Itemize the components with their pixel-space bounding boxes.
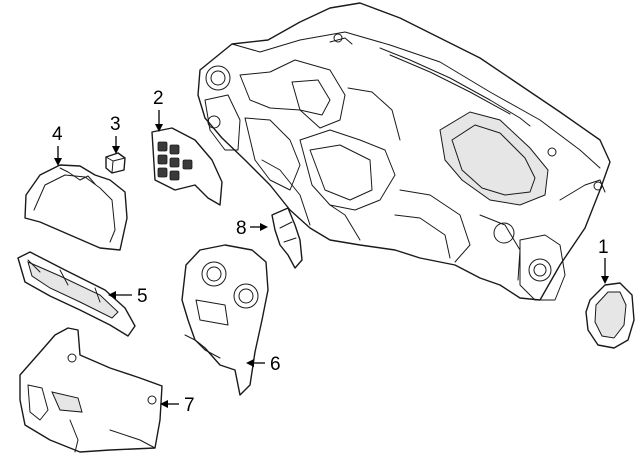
callout-label: 3 [110,114,121,135]
arrow-head [108,291,116,299]
part-6-center-bezel [181,244,269,396]
part-2-switch-panel [151,127,223,206]
arrow-head [160,400,168,408]
arrow-head [246,359,254,367]
arrow-head [601,276,609,284]
arrow-head [54,158,62,166]
part-1-vent-bezel [585,282,635,349]
arrow-head [260,223,268,231]
callout-4: 4 [52,124,63,166]
callout-label: 1 [598,237,609,258]
callout-label: 5 [137,286,148,307]
callout-8: 8 [236,218,268,239]
callout-label: 7 [184,395,195,416]
instrument-panel [197,2,611,301]
callout-6: 6 [246,354,281,375]
part-4-cluster-bezel [24,164,128,251]
callout-label: 2 [153,88,164,109]
arrow-head [155,124,163,132]
callout-3: 3 [110,114,121,154]
arrow-head [112,146,120,154]
part-5-finish-panel [17,251,136,337]
callout-2: 2 [153,88,164,132]
callout-label: 4 [52,124,63,145]
callout-7: 7 [160,395,195,416]
part-3-switch [105,152,126,174]
callout-label: 6 [270,354,281,375]
callout-5: 5 [108,286,148,307]
callout-label: 8 [236,218,247,239]
part-8-bracket [271,207,303,269]
part-7-lower-cover [19,327,163,453]
callout-1: 1 [598,237,609,284]
